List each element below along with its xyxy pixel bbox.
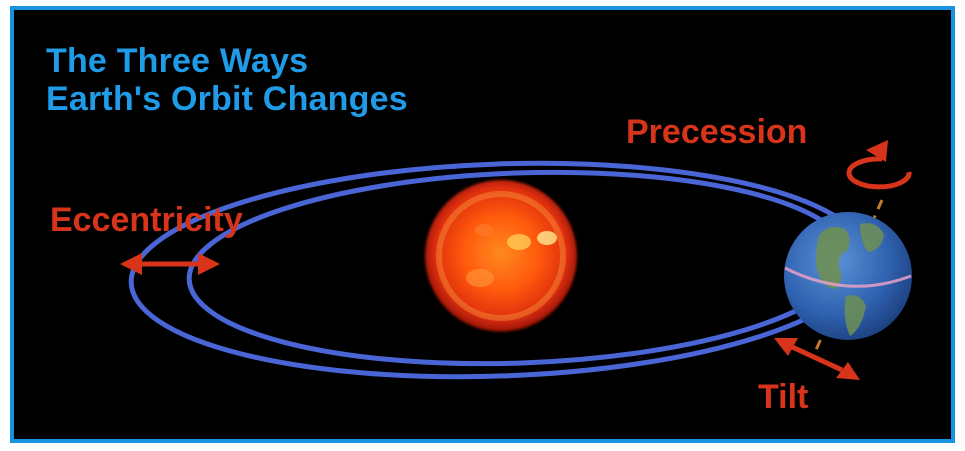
eccentricity-arrow bbox=[120, 253, 220, 275]
precession-label: Precession bbox=[626, 113, 808, 151]
diagram-frame: The Three Ways Earth's Orbit Changes Ecc… bbox=[10, 6, 955, 443]
diagram-title: The Three Ways Earth's Orbit Changes bbox=[46, 42, 408, 118]
earth-icon bbox=[784, 212, 912, 340]
sun-icon bbox=[425, 180, 577, 332]
title-line-2: Earth's Orbit Changes bbox=[46, 80, 408, 118]
title-line-1: The Three Ways bbox=[46, 42, 309, 80]
eccentricity-label: Eccentricity bbox=[50, 201, 243, 239]
orbit-diagram bbox=[120, 140, 912, 380]
tilt-arrow bbox=[774, 338, 860, 380]
tilt-label: Tilt bbox=[758, 378, 809, 416]
precession-arrow bbox=[846, 140, 912, 190]
